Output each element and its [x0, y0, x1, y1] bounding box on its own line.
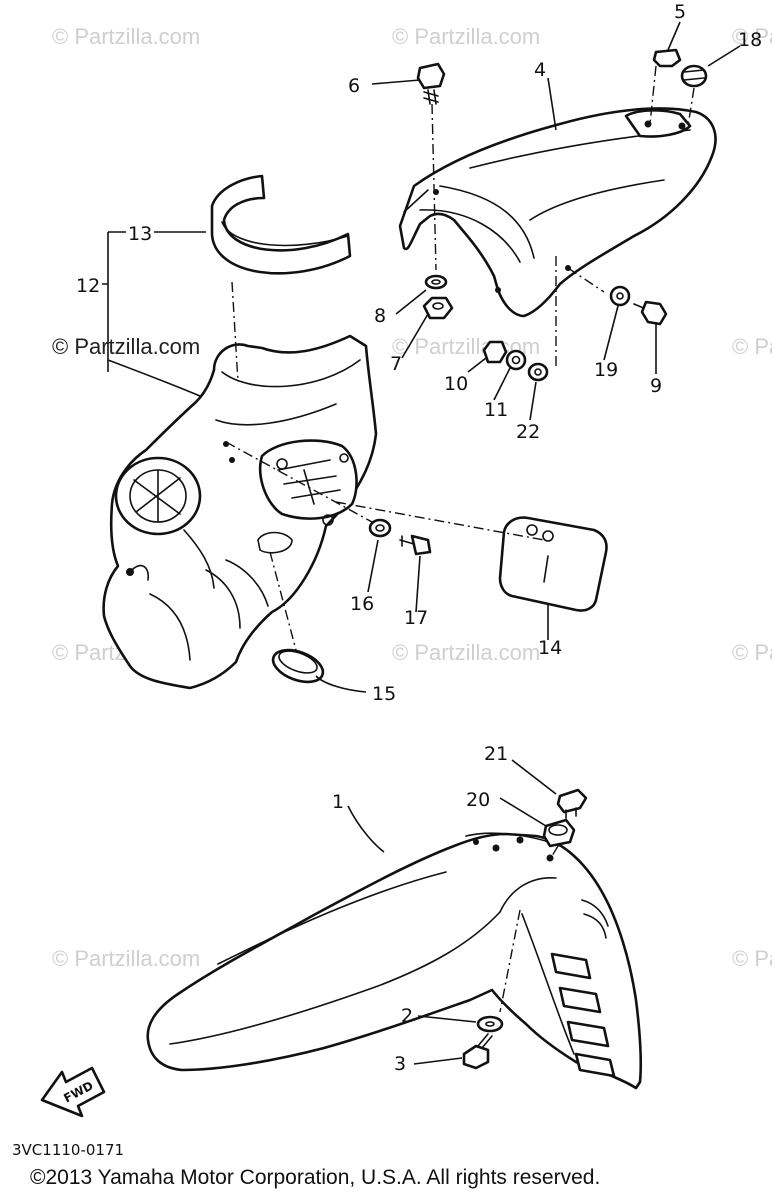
- part-12-headlight-cover[interactable]: [102, 334, 378, 690]
- part-7-nut[interactable]: [422, 296, 454, 320]
- callout-6: 6: [348, 75, 360, 97]
- part-17-bolt[interactable]: [399, 534, 432, 556]
- copyright-notice: ©2013 Yamaha Motor Corporation, U.S.A. A…: [30, 1166, 601, 1189]
- callout-22: 22: [516, 421, 540, 443]
- part-18-grommet[interactable]: [680, 64, 708, 88]
- part-22-washer[interactable]: [527, 362, 549, 382]
- part-3-bolt[interactable]: [462, 1033, 493, 1070]
- watermark: © Partzilla.com: [732, 24, 772, 49]
- watermark: © Partzilla.com: [52, 334, 200, 359]
- part-19-washer[interactable]: [609, 285, 631, 307]
- callout-13: 13: [128, 223, 152, 245]
- watermark: © Partzilla.com: [732, 334, 772, 359]
- part-4-rear-fender[interactable]: [398, 107, 717, 318]
- callout-10: 10: [444, 373, 468, 395]
- callout-18: 18: [738, 29, 762, 51]
- leader-lines: [102, 21, 741, 1065]
- callout-numbers: 1 2 3 4 5 6 7 8 9 10 11 12 13 14 15 16 1…: [76, 1, 762, 1075]
- part-13-headlight-band[interactable]: [210, 174, 352, 275]
- watermark: © Partzilla.com: [392, 640, 540, 665]
- callout-14: 14: [538, 637, 562, 659]
- fwd-arrow-icon: FWD: [40, 1066, 106, 1118]
- callout-16: 16: [350, 593, 374, 615]
- part-11-washer[interactable]: [505, 349, 527, 371]
- part-9-bolt[interactable]: [633, 300, 668, 326]
- part-14-plate[interactable]: [498, 516, 608, 612]
- watermark: © Partzilla.com: [732, 640, 772, 665]
- callout-2: 2: [401, 1005, 413, 1027]
- watermark: © Partzilla.com: [52, 946, 200, 971]
- part-5-cap[interactable]: [652, 48, 682, 68]
- watermark: © Partzilla.com: [732, 946, 772, 971]
- part-21-bolt[interactable]: [556, 788, 588, 819]
- callout-9: 9: [650, 375, 662, 397]
- callout-17: 17: [404, 607, 428, 629]
- callout-3: 3: [394, 1053, 406, 1075]
- callout-1: 1: [332, 791, 344, 813]
- callout-15: 15: [372, 683, 396, 705]
- part-1-front-fender[interactable]: [146, 832, 643, 1090]
- diagram-code: 3VC1110-0171: [12, 1141, 125, 1159]
- watermark: © Partzilla.com: [52, 24, 200, 49]
- part-15-grommet[interactable]: [269, 644, 327, 688]
- part-16-washer[interactable]: [368, 518, 392, 538]
- callout-12: 12: [76, 275, 100, 297]
- assembly-lines: [225, 65, 695, 1013]
- callout-7: 7: [390, 353, 402, 375]
- part-2-washer[interactable]: [476, 1015, 504, 1033]
- callout-21: 21: [484, 743, 508, 765]
- part-6-bolt[interactable]: [416, 62, 446, 105]
- callout-4: 4: [534, 59, 546, 81]
- callout-8: 8: [374, 305, 386, 327]
- callout-5: 5: [674, 1, 686, 23]
- callout-20: 20: [466, 789, 490, 811]
- callout-19: 19: [594, 359, 618, 381]
- part-8-washer[interactable]: [424, 274, 448, 290]
- watermark: © Partzilla.com: [392, 24, 540, 49]
- part-10-nut[interactable]: [482, 340, 508, 364]
- part-20-grommet[interactable]: [542, 818, 576, 848]
- callout-11: 11: [484, 399, 508, 421]
